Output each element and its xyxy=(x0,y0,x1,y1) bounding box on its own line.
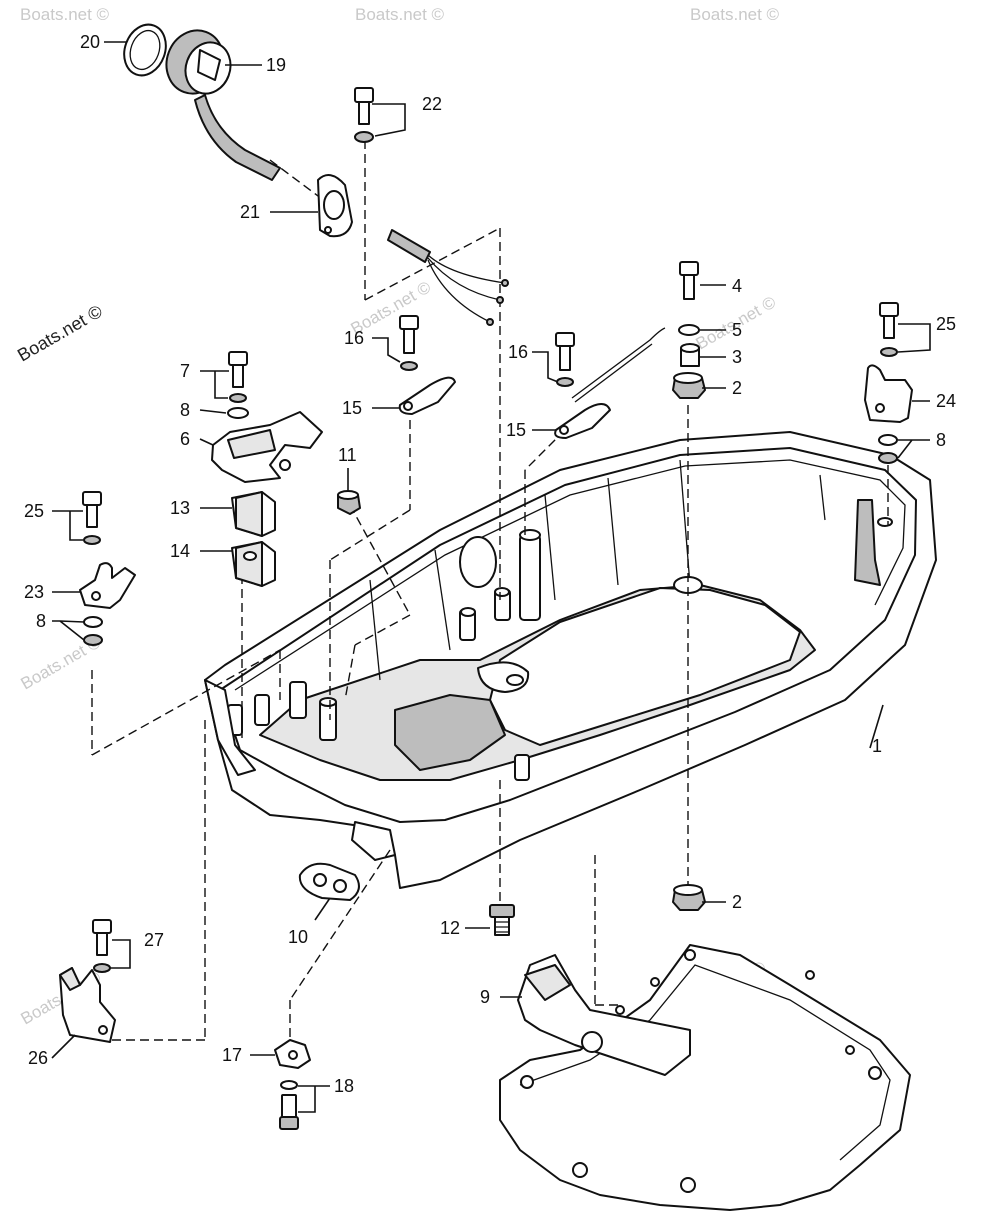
callout-2-bottom: 2 xyxy=(732,892,742,912)
callouts: 1 2 2 3 4 5 6 7 8 8 8 9 10 11 12 13 14 1… xyxy=(24,32,956,1096)
grommet-11 xyxy=(337,490,361,515)
watermark-main: Boats.net © xyxy=(14,301,106,365)
callout-8-right: 8 xyxy=(936,430,946,450)
callout-21: 21 xyxy=(240,202,260,222)
callout-5: 5 xyxy=(732,320,742,340)
bolt-27 xyxy=(92,919,112,973)
washer-8-left-b xyxy=(83,634,103,646)
callout-20: 20 xyxy=(80,32,100,52)
bracket-23 xyxy=(79,562,136,609)
callout-8-left-upper: 8 xyxy=(180,400,190,420)
callout-13: 13 xyxy=(170,498,190,518)
callout-24: 24 xyxy=(936,391,956,411)
callout-12: 12 xyxy=(440,918,460,938)
bracket-26 xyxy=(59,967,116,1043)
bracket-24 xyxy=(864,364,913,423)
callout-19: 19 xyxy=(266,55,286,75)
connector-19 xyxy=(165,29,281,181)
callout-leaders xyxy=(51,41,931,1113)
callout-27: 27 xyxy=(144,930,164,950)
callout-10: 10 xyxy=(288,927,308,947)
callout-25-right: 25 xyxy=(936,314,956,334)
callout-17: 17 xyxy=(222,1045,242,1065)
grommet-10 xyxy=(298,862,360,901)
callout-18: 18 xyxy=(334,1076,354,1096)
washer-8-right-a xyxy=(878,434,898,446)
clamp-15-right xyxy=(554,327,666,439)
callout-11: 11 xyxy=(338,445,357,465)
watermark-top-right: Boats.net © xyxy=(690,5,780,24)
leader-lines xyxy=(91,140,889,1041)
lower-plate xyxy=(499,944,911,1211)
callout-14: 14 xyxy=(170,541,190,561)
bolt-22 xyxy=(354,87,374,143)
washer-8-left-a xyxy=(83,616,103,628)
callout-2-top: 2 xyxy=(732,378,742,398)
callout-1: 1 xyxy=(872,736,882,756)
callout-22: 22 xyxy=(422,94,442,114)
grommet-2-top xyxy=(672,372,706,399)
bracket-6 xyxy=(211,411,323,483)
clip-17 xyxy=(274,1039,311,1069)
washer-8-left xyxy=(227,407,249,419)
watermark-top-center: Boats.net © xyxy=(355,5,445,24)
callout-25-left: 25 xyxy=(24,501,44,521)
screw-18 xyxy=(279,1094,299,1130)
callout-16-right: 16 xyxy=(508,342,528,362)
callout-16-left: 16 xyxy=(344,328,364,348)
bolt-7 xyxy=(228,351,248,403)
callout-26: 26 xyxy=(28,1048,48,1068)
callout-15-left: 15 xyxy=(342,398,362,418)
callout-23: 23 xyxy=(24,582,44,602)
plug-12 xyxy=(489,904,515,936)
bolt-25-right xyxy=(879,302,899,357)
bottom-cowling xyxy=(204,431,937,889)
harness-21 xyxy=(387,229,509,326)
oring-20 xyxy=(123,23,167,77)
washer-5 xyxy=(678,324,700,336)
bolt-4 xyxy=(679,261,699,300)
grommet-21 xyxy=(317,174,353,238)
clamp-15-left xyxy=(398,376,456,415)
watermark-top-left: Boats.net © xyxy=(20,5,110,24)
bolt-25-left xyxy=(82,491,102,545)
block-14 xyxy=(231,541,276,587)
callout-7: 7 xyxy=(180,361,190,381)
callout-9: 9 xyxy=(480,987,490,1007)
bolt-16-right xyxy=(555,332,575,387)
callout-15-right: 15 xyxy=(506,420,526,440)
block-13 xyxy=(231,491,276,537)
grommet-2-bottom xyxy=(672,884,706,911)
washer-18 xyxy=(280,1080,298,1090)
collar-3 xyxy=(680,343,700,367)
callout-6: 6 xyxy=(180,429,190,449)
callout-4: 4 xyxy=(732,276,742,296)
callout-8-left-lower: 8 xyxy=(36,611,46,631)
bolt-16-left xyxy=(399,315,419,371)
bracket-9 xyxy=(517,954,691,1076)
washer-8-right-b xyxy=(878,452,898,464)
callout-3: 3 xyxy=(732,347,742,367)
